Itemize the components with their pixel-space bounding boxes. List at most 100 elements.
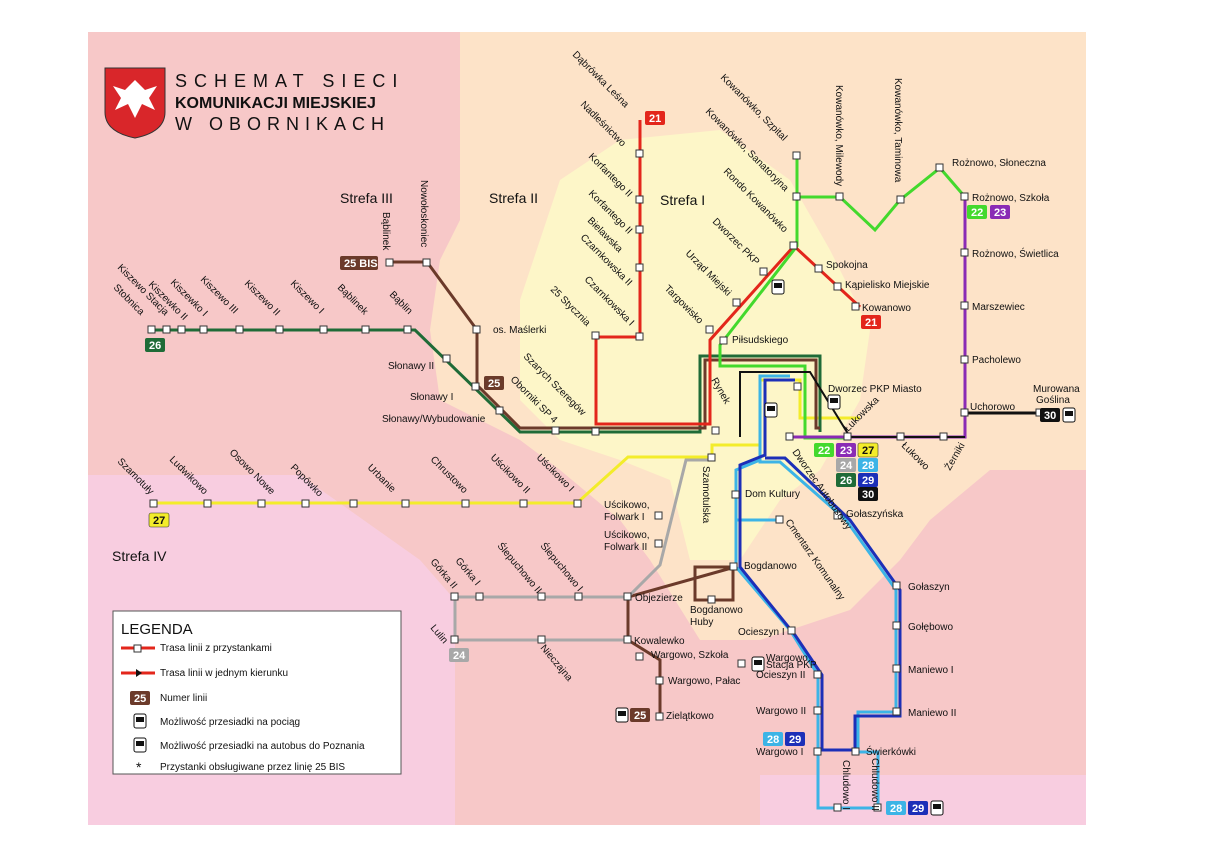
stop[interactable] [960, 248, 969, 257]
stop[interactable] [385, 258, 394, 267]
stop[interactable] [813, 706, 822, 715]
stop[interactable] [537, 592, 546, 601]
stop[interactable] [275, 325, 284, 334]
stop[interactable] [257, 499, 266, 508]
stop[interactable] [813, 747, 822, 756]
stop[interactable] [461, 499, 470, 508]
stop[interactable] [793, 382, 802, 391]
stop[interactable] [789, 241, 798, 250]
stop[interactable] [472, 325, 481, 334]
stop[interactable] [450, 635, 459, 644]
stop[interactable] [835, 192, 844, 201]
stop[interactable] [401, 499, 410, 508]
stop[interactable] [833, 511, 842, 520]
stop-label-ocieszyn2: Ocieszyn II [756, 670, 805, 681]
legend-item-bus: Możliwość przesiadki na autobus do Pozna… [160, 741, 365, 752]
stop[interactable] [707, 595, 716, 604]
stop[interactable] [737, 659, 746, 668]
stop[interactable] [935, 163, 944, 172]
stop[interactable] [731, 490, 740, 499]
stop[interactable] [301, 499, 310, 508]
stop[interactable] [655, 712, 664, 721]
zone-label-4: Strefa IV [112, 548, 167, 564]
stop[interactable] [759, 267, 768, 276]
stop[interactable] [149, 499, 158, 508]
stop[interactable] [591, 427, 600, 436]
stop[interactable] [319, 325, 328, 334]
stop[interactable] [732, 298, 741, 307]
stop[interactable] [814, 264, 823, 273]
stop[interactable] [403, 325, 412, 334]
stop[interactable] [655, 676, 664, 685]
badge-23-center: 23 [840, 445, 852, 457]
stop[interactable] [177, 325, 186, 334]
stop[interactable] [471, 382, 480, 391]
stop[interactable] [635, 263, 644, 272]
stop[interactable] [162, 325, 171, 334]
stop[interactable] [573, 499, 582, 508]
stop[interactable] [707, 453, 716, 462]
stop-label-slonawy1: Słonawy I [410, 392, 453, 403]
stop[interactable] [711, 426, 720, 435]
stop[interactable] [960, 301, 969, 310]
stop[interactable] [960, 408, 969, 417]
stop[interactable] [813, 670, 822, 679]
stop[interactable] [892, 664, 901, 673]
stop[interactable] [939, 432, 948, 441]
stop[interactable] [203, 499, 212, 508]
stop-label-roznowo-slon: Rożnowo, Słoneczna [952, 158, 1046, 169]
stop[interactable] [833, 803, 842, 812]
stop-label-objezierze: Objezierze [635, 593, 683, 604]
stop[interactable] [833, 282, 842, 291]
stop[interactable] [719, 336, 728, 345]
stop[interactable] [574, 592, 583, 601]
stop[interactable] [960, 192, 969, 201]
stop[interactable] [892, 707, 901, 716]
stop[interactable] [792, 192, 801, 201]
stop[interactable] [851, 302, 860, 311]
stop[interactable] [635, 652, 644, 661]
stop[interactable] [450, 592, 459, 601]
stop-label-marszewiec: Marszewiec [972, 302, 1025, 313]
stop[interactable] [519, 499, 528, 508]
stop[interactable] [843, 432, 852, 441]
stop-label-szamotulska: Szamotulska [700, 466, 711, 524]
stop[interactable] [851, 747, 860, 756]
badge-21-north: 21 [649, 113, 661, 125]
stop[interactable] [896, 195, 905, 204]
stop[interactable] [635, 195, 644, 204]
stop[interactable] [623, 592, 632, 601]
stop[interactable] [654, 539, 663, 548]
stop[interactable] [442, 354, 451, 363]
stop[interactable] [785, 432, 794, 441]
stop[interactable] [591, 331, 600, 340]
stop[interactable] [705, 325, 714, 334]
stop[interactable] [475, 592, 484, 601]
stop[interactable] [635, 225, 644, 234]
stop[interactable] [775, 515, 784, 524]
stop[interactable] [635, 149, 644, 158]
stop[interactable] [960, 355, 969, 364]
stop[interactable] [537, 635, 546, 644]
stop[interactable] [729, 562, 738, 571]
stop[interactable] [495, 406, 504, 415]
stop[interactable] [199, 325, 208, 334]
stop[interactable] [896, 432, 905, 441]
stop[interactable] [873, 803, 882, 812]
stop-label-maniewo1: Maniewo I [908, 665, 954, 676]
stop[interactable] [792, 151, 801, 160]
badge-27-west: 27 [153, 515, 165, 527]
stop[interactable] [422, 258, 431, 267]
stop[interactable] [654, 511, 663, 520]
stop[interactable] [235, 325, 244, 334]
stop[interactable] [787, 626, 796, 635]
stop[interactable] [892, 621, 901, 630]
stop[interactable] [635, 332, 644, 341]
stop[interactable] [623, 635, 632, 644]
stop[interactable] [147, 325, 156, 334]
legend: LEGENDA Trasa linii z przystankami Trasa… [112, 610, 402, 775]
stop[interactable] [892, 581, 901, 590]
stop[interactable] [349, 499, 358, 508]
stop[interactable] [361, 325, 370, 334]
stop[interactable] [551, 426, 560, 435]
